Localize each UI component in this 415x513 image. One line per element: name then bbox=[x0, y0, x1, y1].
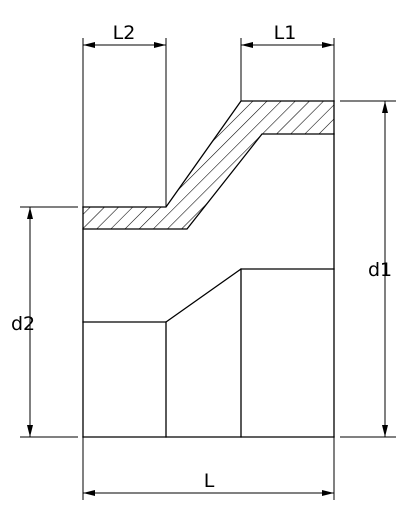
dimension-l: L bbox=[83, 470, 334, 496]
hatched-wall-section bbox=[82, 100, 335, 230]
dimension-label-d1: d1 bbox=[368, 259, 392, 281]
dimension-d1: d1 bbox=[368, 101, 392, 437]
dimension-l2: L2 bbox=[83, 22, 166, 48]
inner-profile bbox=[82, 268, 335, 438]
extension-lines bbox=[20, 38, 396, 500]
dimension-label-l2: L2 bbox=[113, 22, 136, 44]
dimension-d2: d2 bbox=[11, 207, 35, 437]
dimension-label-l: L bbox=[204, 470, 215, 492]
dimension-label-l1: L1 bbox=[274, 22, 297, 44]
dimension-label-d2: d2 bbox=[11, 313, 35, 335]
dimension-l1: L1 bbox=[241, 22, 334, 48]
